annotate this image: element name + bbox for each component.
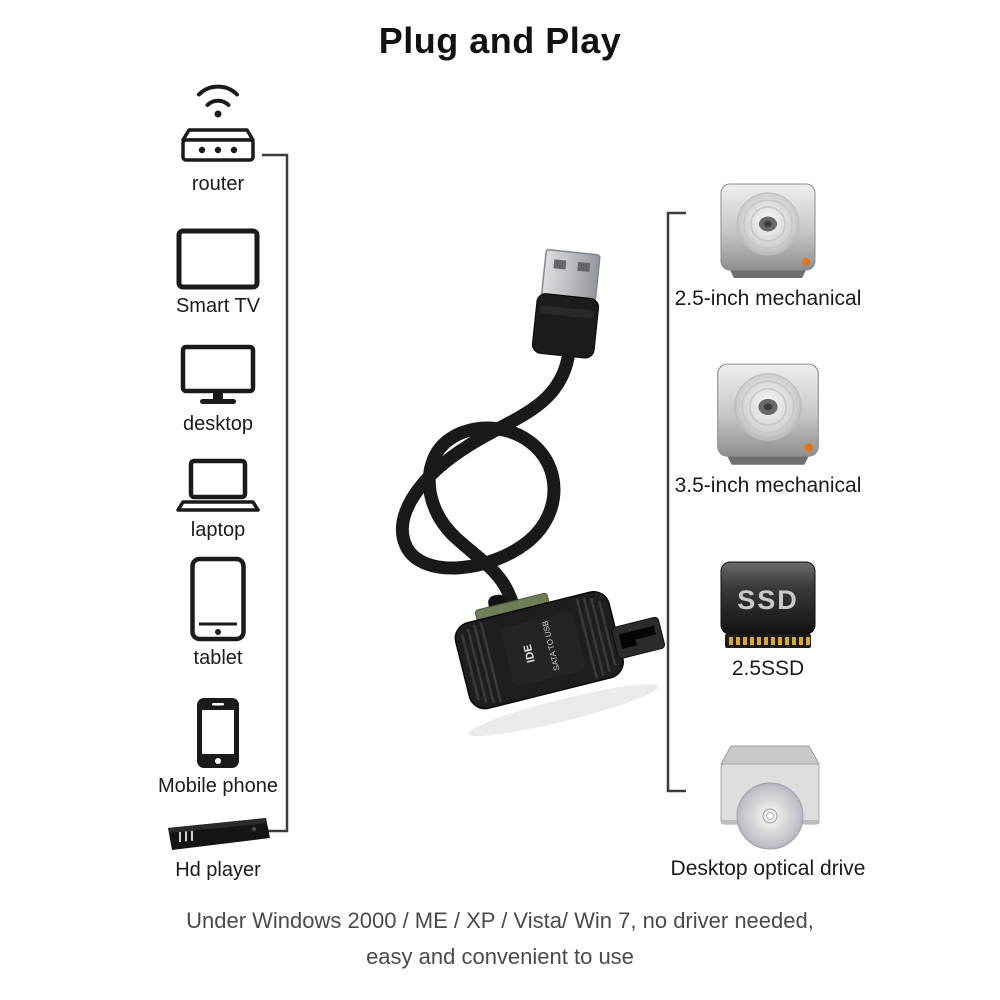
- usb-cable-photo: IDE SATA TO USB: [395, 248, 666, 737]
- device-item-tablet: tablet: [133, 556, 303, 670]
- left-bracket: [262, 153, 289, 833]
- usb-cable: [395, 351, 575, 623]
- hd-player-icon: [168, 818, 270, 850]
- hdd-3-5-icon: [717, 363, 819, 465]
- page-title: Plug and Play: [378, 20, 622, 61]
- device-label: Smart TV: [175, 295, 261, 317]
- device-label: 2.5SSD: [731, 657, 805, 680]
- optical-drive-icon: [720, 745, 820, 850]
- device-label: 2.5-inch mechanical: [674, 287, 862, 310]
- device-label: Hd player: [175, 859, 261, 881]
- usb-plug-icon: [531, 248, 601, 359]
- smart-tv-icon: [176, 228, 260, 290]
- device-item-smart-tv: Smart TV: [133, 228, 303, 318]
- footer-text-line1: Under Windows 2000 / ME / XP / Vista/ Wi…: [186, 908, 814, 933]
- hdd-2-5-icon: [720, 183, 816, 278]
- right-bracket: [666, 211, 686, 793]
- device-label: Desktop optical drive: [670, 857, 866, 880]
- laptop-icon: [176, 458, 260, 512]
- footer-text-line2: easy and convenient to use: [366, 944, 634, 969]
- sata-port: [611, 616, 666, 659]
- mobile-phone-icon: [197, 698, 239, 768]
- ssd-icon: SSD: [720, 561, 816, 648]
- device-label: desktop: [182, 413, 254, 435]
- adapter-print-ide: IDE: [522, 643, 538, 664]
- device-item-desktop: desktop: [133, 344, 303, 436]
- device-item-optical-drive: Desktop optical drive: [648, 740, 888, 881]
- device-item-hd-player: Hd player: [133, 812, 303, 882]
- device-label: laptop: [190, 519, 246, 541]
- device-item-laptop: laptop: [133, 458, 303, 542]
- device-item-mobile-phone: Mobile phone: [133, 696, 303, 798]
- device-label: router: [191, 173, 245, 195]
- device-label: 3.5-inch mechanical: [674, 474, 862, 497]
- router-icon: [181, 84, 255, 162]
- device-item-ssd: SSD 2.5SSD: [648, 560, 888, 681]
- device-label: tablet: [193, 647, 243, 669]
- tablet-icon: [190, 556, 246, 642]
- device-item-router: router: [133, 78, 303, 196]
- ssd-icon-text: SSD: [737, 585, 799, 615]
- device-label: Mobile phone: [157, 775, 279, 797]
- ide-sata-adapter: IDE SATA TO USB: [454, 591, 666, 737]
- desktop-icon: [180, 344, 256, 404]
- device-item-hdd-35: 3.5-inch mechanical: [648, 362, 888, 498]
- device-item-hdd-25: 2.5-inch mechanical: [648, 182, 888, 311]
